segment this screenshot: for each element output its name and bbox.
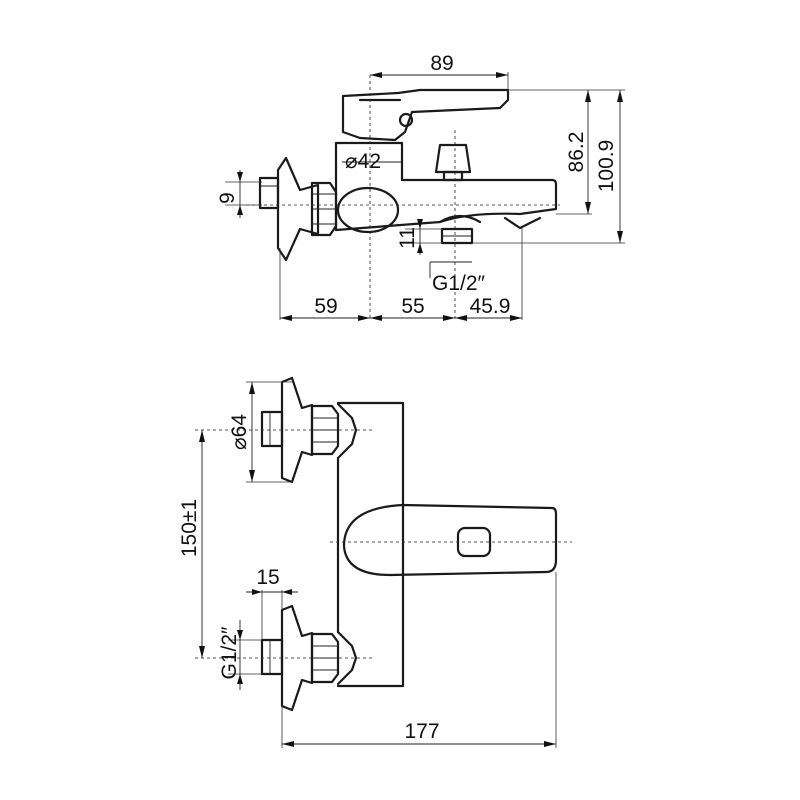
mixer-body (334, 141, 558, 232)
body-column (336, 401, 405, 688)
dim-height-spout: 86.2 (565, 132, 588, 173)
lower-nipple (260, 638, 284, 676)
spout-tip (503, 216, 542, 230)
dim-overall-depth: 177 (404, 720, 439, 743)
dim-inlet-9: 9 (216, 192, 239, 204)
inlet-nipple (258, 176, 280, 210)
dim-thread-side: G1/2″ (432, 272, 486, 295)
dim-outlet-to-tip: 45.9 (470, 295, 511, 318)
dim-diameter-42: ⌀42 (345, 150, 381, 173)
dim-thread-top: G1/2″ (218, 626, 241, 680)
lever-handle (341, 88, 510, 142)
cartridge-bulge (336, 186, 400, 234)
dim-flange-diameter: ⌀64 (228, 414, 251, 450)
diverter-knob (434, 143, 472, 174)
upper-eccentric (336, 402, 358, 460)
lower-eccentric (336, 630, 358, 686)
dim-centers: 150±1 (178, 499, 201, 557)
lever-pivot (398, 112, 414, 128)
top-view: ⌀64 150±1 15 G1/2″ 177 (178, 376, 572, 748)
spout-curve (438, 214, 482, 224)
dim-nipple-15: 15 (256, 566, 279, 589)
dim-height-total: 100.9 (595, 140, 618, 193)
lower-hex-nut (310, 632, 340, 684)
side-view: 89 ⌀42 86.2 100.9 9 11 G1/2″ (216, 52, 625, 321)
dim-spout-length: 89 (430, 52, 453, 75)
upper-hex-nut (310, 404, 340, 456)
dim-wall-to-body: 59 (314, 295, 337, 318)
dim-body-to-outlet: 55 (401, 295, 424, 318)
upper-nipple (260, 410, 284, 448)
dim-outlet-11: 11 (396, 227, 419, 249)
lever-top (342, 503, 558, 577)
